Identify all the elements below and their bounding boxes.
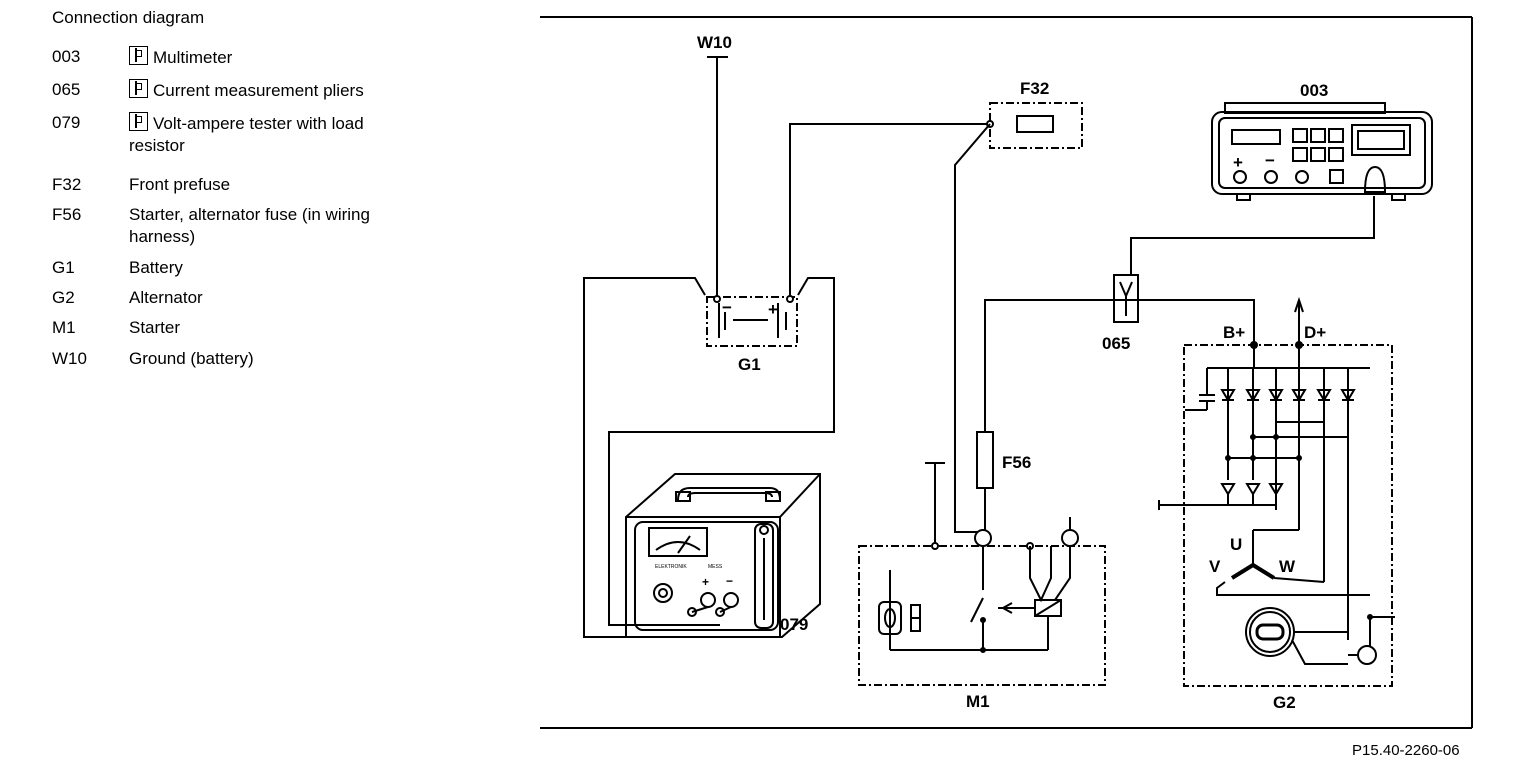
legend-desc: Battery: [129, 258, 183, 277]
volt-ampere-tester-079: ELEKTRONIK MESS + − 079: [625, 473, 821, 638]
legend-desc: Starter: [129, 318, 181, 337]
legend-code: F56: [52, 205, 82, 224]
wire-tester-minus: [583, 277, 706, 638]
legend-desc: Current measurement pliers: [129, 79, 429, 102]
legend-desc: Multimeter: [129, 46, 429, 69]
label-u: U: [1230, 535, 1242, 554]
legend-desc: Alternator: [129, 288, 203, 307]
label-w: W: [1279, 557, 1296, 576]
fuse-f56: F56: [976, 431, 1031, 530]
alternator-g2: B+ D+: [1158, 296, 1395, 712]
battery-plus-sign: +: [768, 300, 778, 319]
legend-desc-text: Current measurement pliers: [153, 81, 364, 100]
battery-g1: − + G1: [706, 296, 798, 374]
tester-small-right-text: MESS: [708, 564, 723, 570]
legend-desc-text: Multimeter: [153, 48, 233, 67]
legend-code: 003: [52, 47, 81, 66]
legend-desc-text: Volt-ampere tester with load resistor: [129, 114, 364, 155]
label-g1: G1: [738, 355, 761, 374]
battery-minus-sign: −: [722, 298, 732, 317]
label-g2: G2: [1273, 693, 1296, 712]
wire-tester-plus: [608, 277, 835, 626]
label-w10: W10: [697, 33, 732, 52]
legend-desc: Ground (battery): [129, 349, 254, 368]
multimeter-003: 003 + −: [1211, 81, 1433, 201]
legend-code: G2: [52, 288, 75, 307]
fuse-f32: F32: [954, 79, 1083, 533]
figure-reference-number: P15.40-2260-06: [1352, 742, 1460, 759]
label-065: 065: [1102, 334, 1130, 353]
tester-small-left-text: ELEKTRONIK: [655, 564, 687, 570]
ground-w10: W10: [697, 33, 732, 298]
special-tool-icon: [129, 112, 148, 131]
legend-desc: Volt-ampere tester with load resistor: [129, 112, 414, 157]
multimeter-plus-sign: +: [1233, 153, 1243, 172]
special-tool-icon: [129, 79, 148, 98]
multimeter-minus-sign: −: [1265, 151, 1275, 170]
label-f56: F56: [1002, 453, 1031, 472]
legend-desc: Front prefuse: [129, 175, 231, 194]
special-tool-icon: [129, 46, 148, 65]
legend-code: W10: [52, 349, 87, 368]
legend-code: G1: [52, 258, 75, 277]
legend-code: M1: [52, 318, 76, 337]
tester-minus-sign: −: [726, 574, 733, 588]
label-079: 079: [780, 615, 808, 634]
legend-desc: Starter, alternator fuse (in wiring harn…: [129, 205, 370, 246]
legend-code: 065: [52, 80, 81, 99]
wire-battery-to-f32: [789, 123, 990, 298]
wire-b-plus: [984, 299, 1255, 432]
label-d-plus: D+: [1304, 323, 1326, 342]
legend-code: 079: [52, 113, 81, 132]
label-m1: M1: [966, 692, 990, 711]
label-003: 003: [1300, 81, 1328, 100]
legend-code: F32: [52, 175, 82, 194]
starter-m1: M1: [858, 462, 1106, 711]
label-v: V: [1209, 557, 1221, 576]
label-b-plus: B+: [1223, 323, 1245, 342]
legend-title: Connection diagram: [52, 8, 205, 27]
tester-plus-sign: +: [702, 575, 709, 589]
label-f32: F32: [1020, 79, 1049, 98]
